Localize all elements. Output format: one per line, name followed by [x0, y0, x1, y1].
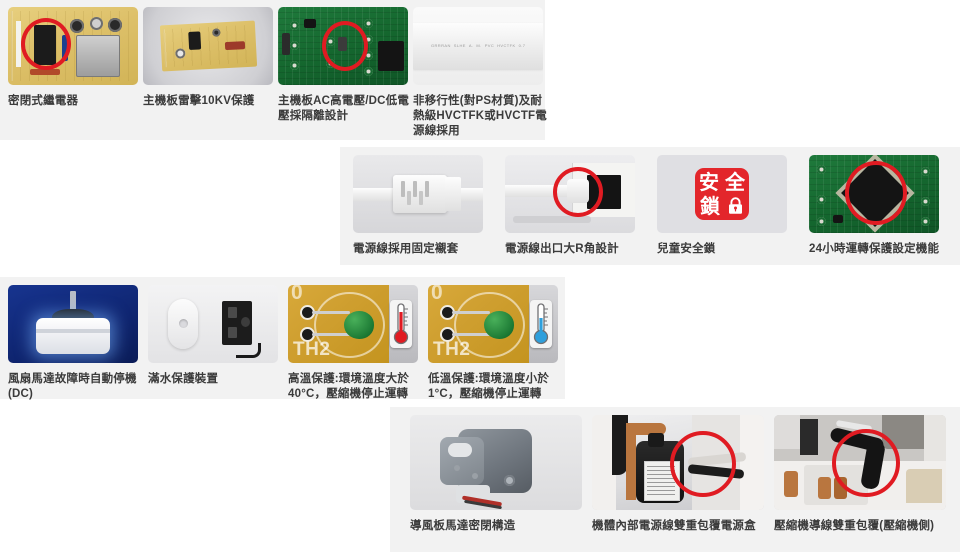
child-safety-lock-badge: 安 全 鎖	[657, 155, 787, 233]
power-cord-outlet-r-angle-photo	[505, 155, 635, 233]
feature-card-child-safety-lock[interactable]: 安 全 鎖 兒童安全鎖	[657, 155, 792, 257]
water-full-protection-sensor-photo	[148, 285, 278, 363]
feature-card-low-temp-protection[interactable]: 0 TH2	[428, 285, 563, 402]
feature-card-compressor-wire-wrap[interactable]: 壓縮機導線雙重包覆(壓縮機側)	[774, 415, 952, 534]
mainboard-lightning-protection-photo	[143, 7, 273, 85]
feature-caption: 機體內部電源線雙重包覆電源盒	[592, 520, 756, 532]
thermistor-label: TH2	[293, 339, 331, 360]
louver-motor-sealed-photo	[410, 415, 582, 510]
dc-fan-motor-photo	[8, 285, 138, 363]
feature-card-water-full-protection[interactable]: 滿水保護裝置	[148, 285, 283, 387]
feature-card-lightning-protection[interactable]: 主機板雷擊10KV保護	[143, 7, 278, 109]
feature-card-ac-dc-isolation[interactable]: 主機板AC高電壓/DC低電壓採隔離設計	[278, 7, 413, 124]
feature-caption: 非移行性(對PS材質)及耐熱級HVCTFK或HVCTF電源線採用	[413, 95, 547, 137]
high-temp-thermistor-photo: 0 TH2	[288, 285, 418, 363]
24h-operation-protection-chip-photo	[809, 155, 939, 233]
feature-caption: 密閉式繼電器	[8, 95, 79, 107]
feature-caption: 電源線出口大R角設計	[505, 243, 619, 255]
board-marking-zero: 0	[291, 285, 303, 304]
feature-caption: 主機板雷擊10KV保護	[143, 95, 255, 107]
thermistor-label: TH2	[433, 339, 471, 360]
highlight-circle	[832, 429, 900, 497]
sealed-relay-pcb-photo	[8, 7, 138, 85]
compressor-wire-double-wrap-photo	[774, 415, 946, 510]
highlight-circle	[845, 161, 907, 225]
badge-char-suo: 鎖	[700, 194, 720, 218]
feature-caption: 電源線採用固定襯套	[353, 243, 459, 255]
highlight-circle	[21, 18, 71, 70]
safety-lock-badge: 安 全 鎖	[695, 168, 749, 220]
feature-card-cord-bushing[interactable]: 電源線採用固定襯套	[353, 155, 488, 257]
feature-card-internal-cord-wrap[interactable]: 機體內部電源線雙重包覆電源盒	[592, 415, 770, 534]
feature-card-hvctf-power-cord[interactable]: GRRRAN SLHE A. M. PVC HVCTFK 0.75mm² 300…	[413, 7, 548, 139]
feature-caption: 風扇馬達故障時自動停機(DC)	[8, 373, 137, 400]
low-temp-thermistor-photo: 0 TH2	[428, 285, 558, 363]
feature-caption: 24小時運轉保護設定機能	[809, 243, 940, 255]
feature-card-cord-outlet-r-angle[interactable]: 電源線出口大R角設計	[505, 155, 640, 257]
padlock-icon	[723, 194, 747, 218]
mainboard-ac-dc-isolation-photo	[278, 7, 408, 85]
thermometer-icon	[530, 300, 552, 348]
internal-power-cord-double-wrap-photo	[592, 415, 764, 510]
thermometer-icon	[390, 300, 412, 348]
feature-caption: 主機板AC高電壓/DC低電壓採隔離設計	[278, 95, 410, 122]
feature-card-high-temp-protection[interactable]: 0 TH2	[288, 285, 423, 402]
badge-char-quan: 全	[725, 170, 745, 194]
highlight-circle	[322, 21, 368, 71]
feature-card-dc-fan-motor[interactable]: 風扇馬達故障時自動停機(DC)	[8, 285, 143, 402]
feature-caption: 壓縮機導線雙重包覆(壓縮機側)	[774, 520, 935, 532]
power-cord-material-photo: GRRRAN SLHE A. M. PVC HVCTFK 0.75mm² 300…	[413, 7, 543, 85]
feature-caption: 高溫保護:環境溫度大於40°C，壓縮機停止運轉	[288, 373, 410, 400]
feature-caption: 導風板馬達密閉構造	[410, 520, 516, 532]
badge-char-an: 安	[699, 170, 719, 194]
feature-caption: 低溫保護:環境溫度小於1°C，壓縮機停止運轉	[428, 373, 550, 400]
power-cord-bushing-photo	[353, 155, 483, 233]
board-marking-zero: 0	[431, 285, 443, 304]
feature-caption: 滿水保護裝置	[148, 373, 219, 385]
feature-card-louver-motor[interactable]: 導風板馬達密閉構造	[410, 415, 585, 534]
feature-card-sealed-relay[interactable]: 密閉式繼電器	[8, 7, 143, 109]
highlight-circle	[670, 431, 736, 497]
feature-card-24h-protection[interactable]: 24小時運轉保護設定機能	[809, 155, 944, 257]
highlight-circle	[553, 167, 603, 217]
feature-caption: 兒童安全鎖	[657, 243, 716, 255]
